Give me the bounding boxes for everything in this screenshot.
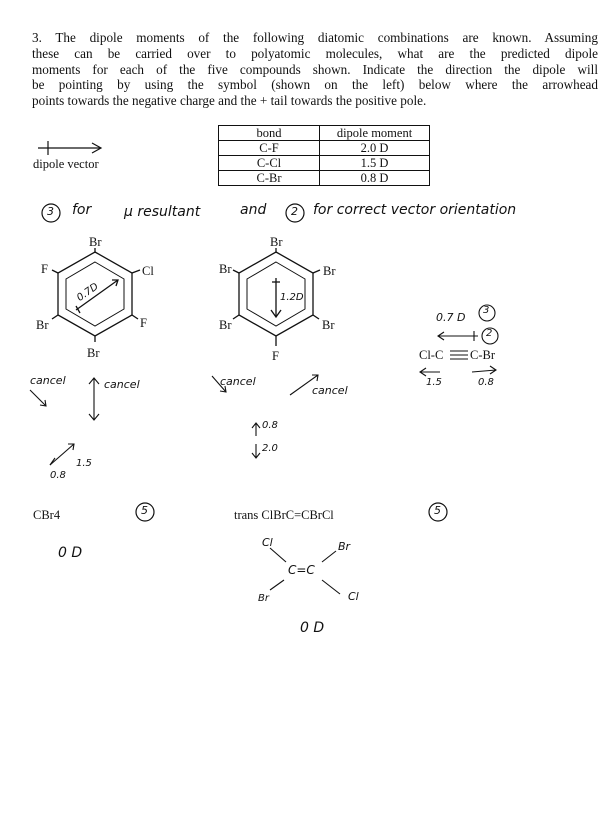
- table-cell: C-F: [218, 140, 320, 156]
- drawn-bond: C=C: [288, 563, 315, 577]
- table-cell: 0.8 D: [319, 170, 430, 186]
- annotation-arrows-2: [211, 374, 319, 459]
- atom-label: F: [272, 349, 279, 363]
- score-number: 2: [291, 205, 298, 218]
- atom-label: F: [41, 262, 48, 276]
- atom-label: Br: [219, 262, 232, 276]
- dipole-table: bond dipole moment C-F 2.0 D C-Cl 1.5 D …: [218, 125, 430, 186]
- atom-label: Br: [87, 346, 100, 360]
- answer-note: 0 D: [300, 620, 325, 636]
- inner-dipole-note: 1.2D: [280, 292, 304, 303]
- question-text: 3. The dipole moments of the following d…: [32, 30, 598, 109]
- table-header: dipole moment: [319, 125, 430, 141]
- grading-text: μ resultant: [124, 204, 201, 220]
- atom-label: Br: [89, 235, 102, 249]
- annotation-arrows-1: [29, 377, 100, 466]
- table-header: bond: [218, 125, 320, 141]
- score-circle: [285, 203, 305, 223]
- drawn-atom: Cl: [262, 536, 273, 549]
- table-row: C-Br 0.8 D: [218, 170, 430, 186]
- score-number: 3: [483, 305, 490, 316]
- compound-label: CBr4: [33, 508, 61, 522]
- formula-left: Cl-C: [419, 348, 444, 362]
- score-number: 2: [486, 328, 493, 339]
- score-number: 5: [141, 504, 148, 517]
- value-note: 0.8: [50, 470, 66, 481]
- trans-alkene-bonds: [269, 547, 341, 595]
- value-note: 1.5: [76, 458, 92, 469]
- drawn-atom: Br: [258, 593, 269, 604]
- atom-label: Cl: [142, 264, 154, 278]
- cancel-note: cancel: [104, 378, 140, 391]
- score-circle: [135, 502, 155, 522]
- value-note: 0.8: [262, 420, 278, 431]
- value-note: 1.5: [426, 377, 442, 388]
- grading-text: for correct vector orientation: [313, 202, 517, 218]
- atom-label: F: [140, 316, 147, 330]
- atom-label: Br: [270, 235, 283, 249]
- atom-label: Br: [323, 264, 336, 278]
- question-line: moments for each of the five compounds s…: [32, 61, 598, 77]
- benzene-ring-2: [232, 248, 321, 346]
- alkyne-annotations: [419, 304, 499, 377]
- atom-label: Br: [36, 318, 49, 332]
- dipole-vector-label: dipole vector: [33, 157, 99, 171]
- score-circle: [428, 502, 448, 522]
- table-header-row: bond dipole moment: [218, 125, 430, 141]
- table-cell: 1.5 D: [319, 155, 430, 171]
- table-row: C-F 2.0 D: [218, 140, 430, 156]
- score-number: 5: [434, 504, 441, 517]
- table-cell: C-Cl: [218, 155, 320, 171]
- cancel-note: cancel: [312, 384, 348, 397]
- compound-label: trans ClBrC=CBrCl: [234, 508, 334, 522]
- benzene-ring-1: [51, 248, 141, 342]
- drawn-atom: Cl: [348, 590, 359, 603]
- atom-label: Br: [219, 318, 232, 332]
- cancel-note: cancel: [220, 375, 256, 388]
- table-row: C-Cl 1.5 D: [218, 155, 430, 171]
- question-line: these can be carried over to polyatomic …: [32, 45, 598, 61]
- score-circle: [41, 203, 61, 223]
- grading-text: and: [240, 202, 267, 218]
- grading-text: for: [72, 202, 92, 218]
- drawn-atom: Br: [338, 540, 351, 553]
- value-note: 0.7 D: [436, 311, 466, 324]
- answer-note: 0 D: [58, 545, 83, 561]
- question-line: be pointing by using the symbol (shown o…: [32, 77, 598, 93]
- value-note: 2.0: [262, 443, 278, 454]
- formula-right: C-Br: [470, 348, 495, 362]
- value-note: 0.8: [478, 377, 494, 388]
- table-cell: 2.0 D: [319, 140, 430, 156]
- atom-label: Br: [322, 318, 335, 332]
- table-cell: C-Br: [218, 170, 320, 186]
- question-line: 3. The dipole moments of the following d…: [32, 30, 598, 45]
- question-line: points towards the negative charge and t…: [32, 93, 427, 109]
- cancel-note: cancel: [30, 374, 66, 387]
- score-number: 3: [47, 205, 54, 218]
- dipole-vector-icon: [38, 141, 103, 155]
